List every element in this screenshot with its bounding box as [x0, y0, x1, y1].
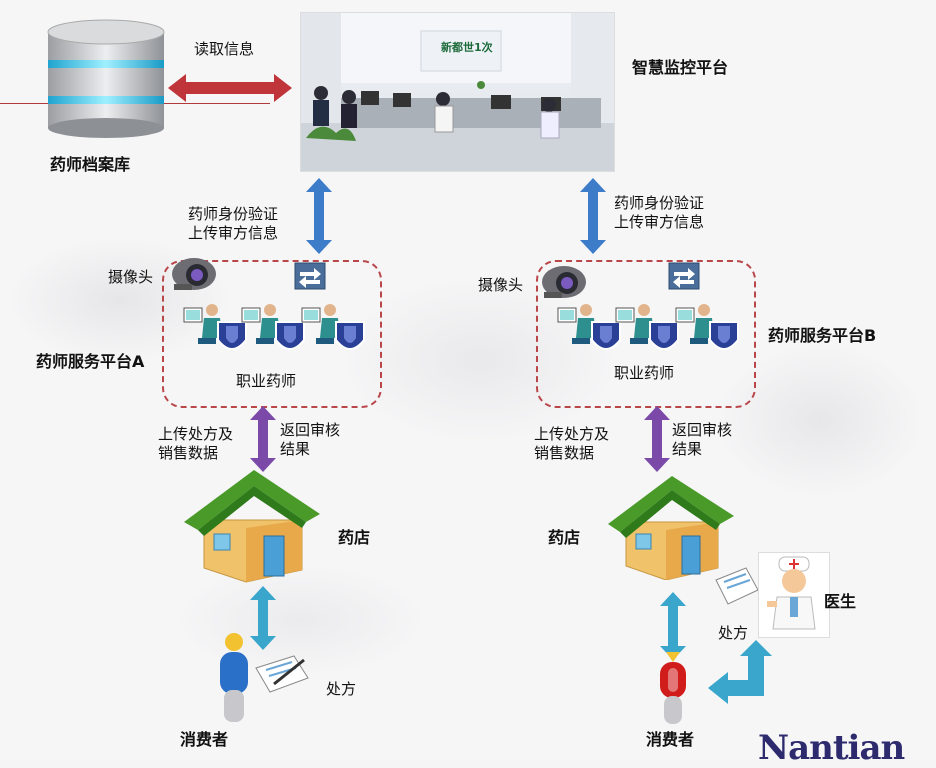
database-label: 药师档案库 — [50, 155, 131, 174]
left-cyan-double-arrow — [250, 586, 276, 650]
left-consumer-icon — [220, 633, 248, 722]
right-service-platform-box — [536, 260, 756, 408]
right-upload-sales-line2: 销售数据 — [534, 444, 595, 462]
right-blue-double-arrow — [580, 178, 606, 254]
monitoring-center-photo: 新都世1次 — [300, 12, 615, 172]
right-platform-label: 药师服务平台B — [768, 326, 877, 345]
left-camera-label: 摄像头 — [108, 268, 154, 286]
doctor-label: 医生 — [824, 592, 857, 611]
left-pharmacy-label: 药店 — [338, 528, 371, 547]
right-prescription-icon — [715, 567, 759, 605]
right-purple-double-arrow — [644, 406, 670, 472]
double-arrow-red — [168, 74, 292, 102]
left-prescription-icon — [255, 655, 309, 693]
left-upload-sales-line2: 销售数据 — [158, 444, 219, 462]
photo-wall-sign: 新都世1次 — [441, 41, 493, 54]
right-pharmacy-label: 药店 — [548, 528, 581, 547]
left-prescription-label: 处方 — [326, 680, 357, 698]
left-upload-sales-line1: 上传处方及 — [158, 425, 234, 443]
right-pharmacist-icon-2 — [615, 304, 679, 350]
right-pharmacist-icon-3 — [675, 304, 739, 350]
left-camera-icon — [172, 258, 216, 290]
read-info-label: 读取信息 — [194, 40, 255, 58]
nantian-logo: Nantian — [758, 728, 905, 768]
right-switch-icon — [668, 262, 700, 290]
right-return-audit-line1: 返回审核 — [672, 421, 733, 439]
right-pharmacy-house-icon — [608, 476, 734, 580]
left-purple-double-arrow — [250, 406, 276, 472]
left-verify-line2: 上传审方信息 — [188, 224, 279, 242]
right-camera-icon — [542, 266, 586, 298]
left-pharmacist-label: 职业药师 — [236, 372, 297, 390]
right-consumer-label: 消费者 — [646, 730, 695, 749]
right-return-audit-line2: 结果 — [672, 440, 703, 458]
doctor-icon — [767, 556, 816, 630]
left-platform-label: 药师服务平台A — [36, 352, 145, 371]
right-cyan-bent-arrow — [708, 640, 772, 704]
left-consumer-label: 消费者 — [180, 730, 229, 749]
left-switch-icon — [294, 262, 326, 290]
left-return-audit-line1: 返回审核 — [280, 421, 341, 439]
right-pharmacist-label: 职业药师 — [614, 364, 675, 382]
database-icon — [47, 19, 165, 138]
right-prescription-label: 处方 — [718, 624, 749, 642]
left-pharmacist-icon-1 — [183, 304, 247, 350]
left-return-audit-line2: 结果 — [280, 440, 311, 458]
left-pharmacist-icon-2 — [241, 304, 305, 350]
right-verify-line1: 药师身份验证 — [614, 194, 705, 212]
monitoring-platform-label: 智慧监控平台 — [632, 58, 729, 77]
right-pharmacist-icon-1 — [557, 304, 621, 350]
left-pharmacy-house-icon — [184, 470, 320, 583]
right-camera-label: 摄像头 — [478, 276, 524, 294]
left-blue-double-arrow — [306, 178, 332, 254]
left-verify-line1: 药师身份验证 — [188, 205, 279, 223]
left-service-platform-box — [162, 260, 382, 408]
doctor-card — [758, 552, 830, 638]
left-pharmacist-icon-3 — [301, 304, 365, 350]
right-upload-sales-line1: 上传处方及 — [534, 425, 610, 443]
right-verify-line2: 上传审方信息 — [614, 213, 705, 231]
right-cyan-double-arrow — [660, 592, 686, 660]
right-consumer-icon — [660, 652, 686, 724]
